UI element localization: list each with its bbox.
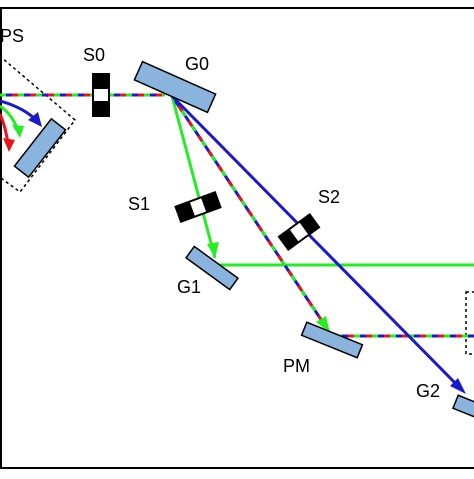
beam-blue-g0-g2 [170,94,464,392]
label-ps: PS [0,26,24,46]
label-s2: S2 [318,187,340,207]
arrowhead-ps-blue [28,112,42,127]
label-g0: G0 [185,54,209,74]
g2-grating [452,394,474,426]
beam-g0-to-pm [170,95,330,331]
arrowhead-ps-red [3,138,15,152]
g0-grating [133,60,217,114]
outer-frame [0,7,474,469]
beam-green-g0-g1 [170,95,217,259]
label-s1: S1 [128,194,150,214]
s1-shutter [174,191,222,223]
ps-grating [13,117,67,179]
arrowhead-ps-green [12,125,24,138]
pm-mirror [300,321,364,359]
label-pm: PM [283,356,310,376]
label-g1: G1 [177,277,201,297]
g1-grating [184,245,240,291]
s0-shutter [92,73,110,117]
s2-shutter [277,212,321,252]
label-s0: S0 [83,45,105,65]
g2-enclosure [465,291,474,355]
arrowhead-pm [316,316,330,333]
arrowhead-g2 [450,378,466,394]
label-g2: G2 [416,381,440,401]
arrowhead-g1 [207,242,219,258]
